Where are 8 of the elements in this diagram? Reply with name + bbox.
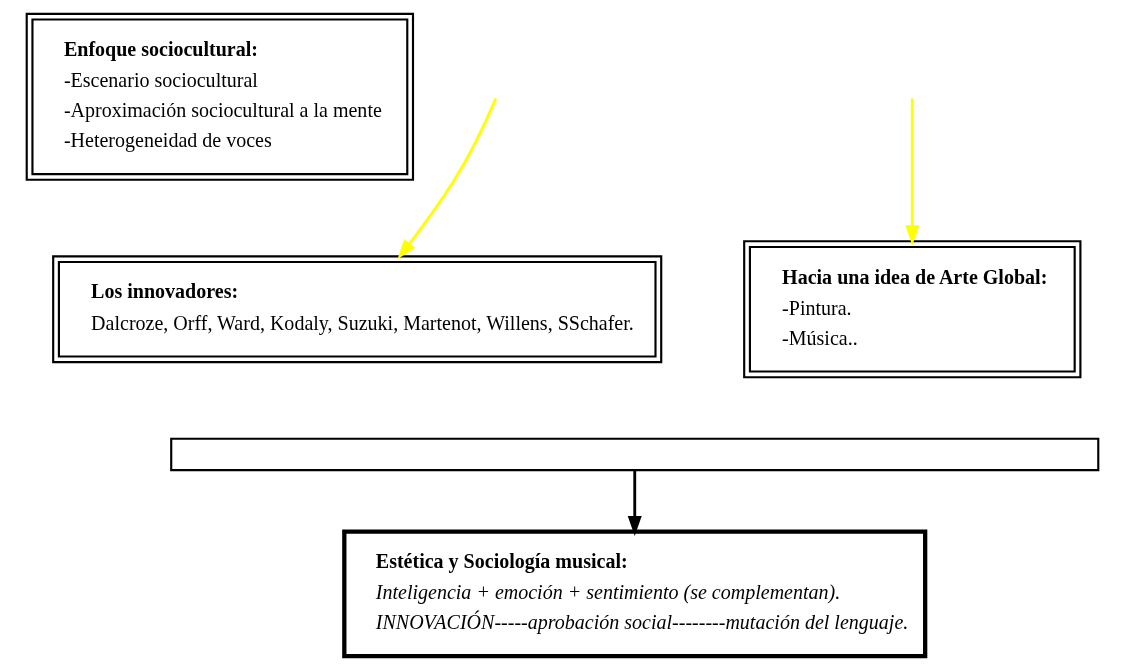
node-box: Enfoque sociocultural: -Escenario sociocultural -Aproximación sociocultural a la mente -Heterogeneidad de voces bbox=[25, 12, 415, 181]
node-box: Estética y Sociología musical: Inteligencia + emoción + sentimiento (se complementan). INNOVACIÓN-----aprobación social--------mutación del lenguaje. bbox=[342, 529, 928, 659]
node-bar bbox=[170, 437, 1100, 472]
node-box: Hacia una idea de Arte Global: -Pintura. -Música.. bbox=[743, 240, 1082, 379]
arrow bbox=[905, 98, 920, 246]
node-box: Los innovadores: Dalcroze, Orff, Ward, Kodaly, Suzuki, Martenot, Willens, SSchafer. bbox=[52, 255, 663, 364]
arrow bbox=[627, 470, 642, 536]
arrow bbox=[397, 97, 498, 260]
